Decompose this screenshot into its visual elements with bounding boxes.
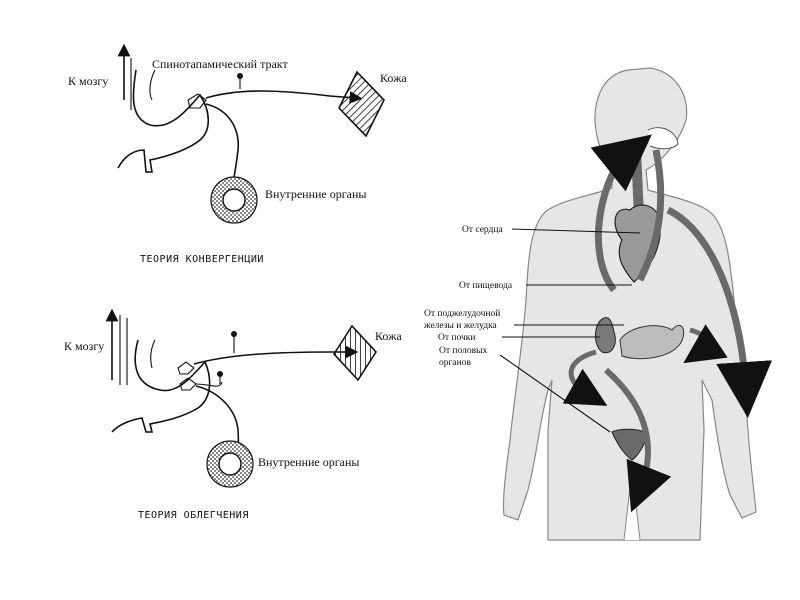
organs-label: Внутренние органы [265, 187, 366, 201]
label-reproductive-line2: органов [439, 358, 471, 368]
label-reproductive-line1: От половых [439, 346, 487, 356]
skin-fiber [206, 91, 356, 98]
brain-label: К мозгу [68, 74, 108, 88]
skin-fiber-2 [194, 352, 352, 364]
visceral-fiber [206, 104, 238, 188]
neuron-body-upper [178, 362, 194, 374]
facilitation-diagram: К мозгу Кожа Внутренние органы ТЕОРИЯ ОБ… [64, 315, 402, 521]
body-figure: От сердца От пищевода От поджелудочной ж… [423, 68, 756, 540]
label-esophagus: От пищевода [459, 281, 513, 291]
skin-patch-2 [334, 326, 376, 380]
skin-label-2: Кожа [375, 329, 402, 343]
convergence-diagram: Спинотапамический тракт К мозгу Кожа Вну… [68, 50, 407, 265]
body-silhouette [503, 68, 756, 540]
skin-patch [339, 72, 384, 136]
skin-label: Кожа [380, 71, 407, 85]
tract-label: Спинотапамический тракт [152, 57, 288, 71]
brain-label-2: К мозгу [64, 339, 104, 353]
caption-facilitation: ТЕОРИЯ ОБЛЕГЧЕНИЯ [138, 510, 249, 521]
label-heart: От сердца [462, 225, 503, 235]
label-kidney: От почки [438, 333, 475, 343]
label-pancreas-line1: От поджелудочной [424, 308, 500, 319]
organs-label-2: Внутренние органы [258, 455, 359, 469]
label-pancreas-line2: железы и желудка [423, 321, 498, 331]
caption-convergence: ТЕОРИЯ КОНВЕРГЕНЦИИ [140, 254, 264, 265]
